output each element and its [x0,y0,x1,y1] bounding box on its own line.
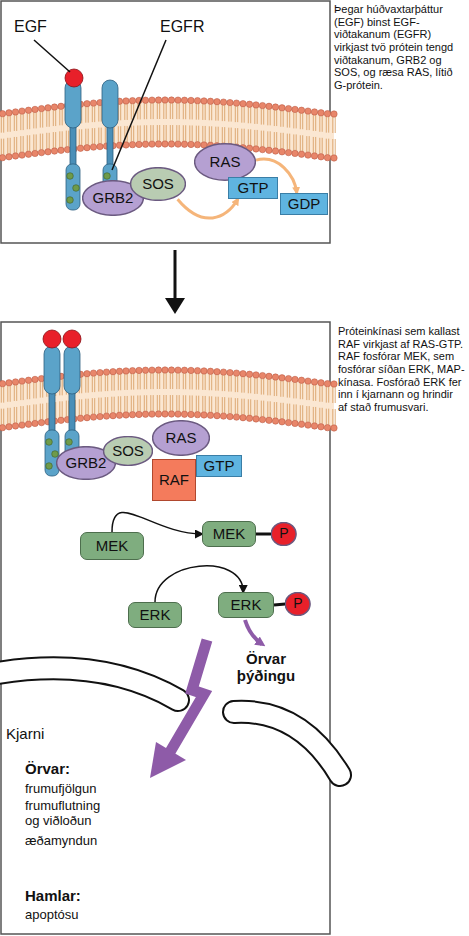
node-text: P [279,526,288,541]
node-text: SOS [112,443,144,460]
node-text: GTP [204,458,235,475]
effect-item: apoptósu [25,908,165,923]
compartment-label: Kjarni [6,725,86,742]
leader-line [112,40,166,170]
nucleotide-box: GTP [196,455,242,477]
step-arrowhead [165,298,185,314]
protein-ellipse: SOS [130,167,186,201]
reaction-arrow [112,513,202,534]
effect-heading: Hamlar: [25,887,125,904]
effect-item: frumufjölgun [25,782,165,797]
kinase-box: RAF [152,459,196,501]
node-text: RAS [166,430,197,447]
effect-item: æðamyndun [25,834,165,849]
caption: Þegar húðvaxtarþáttur (EGF) binst EGF-vi… [334,3,465,91]
nuclear-envelope [0,668,178,700]
node-text: ERK [140,607,171,624]
node-text: RAF [159,472,189,489]
node-text: SOS [142,176,174,193]
effect-heading: Örvar: [25,760,125,777]
panel-border [1,322,330,934]
signal-arrow [245,620,262,644]
signal-arrow [170,640,207,752]
leader-line [34,40,70,72]
protein-ellipse: RAS [152,420,210,456]
node-text: MEK [213,526,246,543]
protein-ellipse: RAS [194,143,256,181]
kinase-box: MEK [80,532,144,560]
phosphate-circle: P [285,592,310,616]
label: EGF [14,18,74,36]
node-text: MEK [96,538,129,555]
nucleotide-box: GTP [228,177,278,199]
reaction-arrow [256,533,271,536]
protein-ellipse: SOS [103,436,153,466]
kinase-box: ERK [218,592,274,618]
node-text: P [293,596,302,611]
kinase-box: ERK [128,602,182,628]
node-text: RAS [210,154,241,171]
nucleotide-box: GDP [280,193,328,215]
node-text: GTP [238,180,269,197]
node-text: GDP [288,196,321,213]
phosphate-circle: P [271,522,296,546]
effect-item: frumuflutning og viðloðun [25,799,117,829]
node-text: ERK [231,597,262,614]
nuclear-envelope [234,712,340,775]
node-text: GRB2 [66,455,107,472]
receptors [43,69,118,476]
membrane [0,97,337,431]
nuclear-envelope [234,712,340,775]
step-arrow [174,250,177,300]
nuclear-envelope [0,668,178,700]
node-text: GRB2 [93,190,134,207]
kinase-box: MEK [202,521,256,547]
caption: Próteinkínasi sem kallast RAF virkjast a… [338,325,465,413]
label: EGFR [160,18,230,36]
reaction-arrow [178,199,238,218]
reaction-arrow [274,604,285,605]
signal-arrowhead [150,742,186,778]
effect-label: Örvar þýðingu [218,650,314,685]
